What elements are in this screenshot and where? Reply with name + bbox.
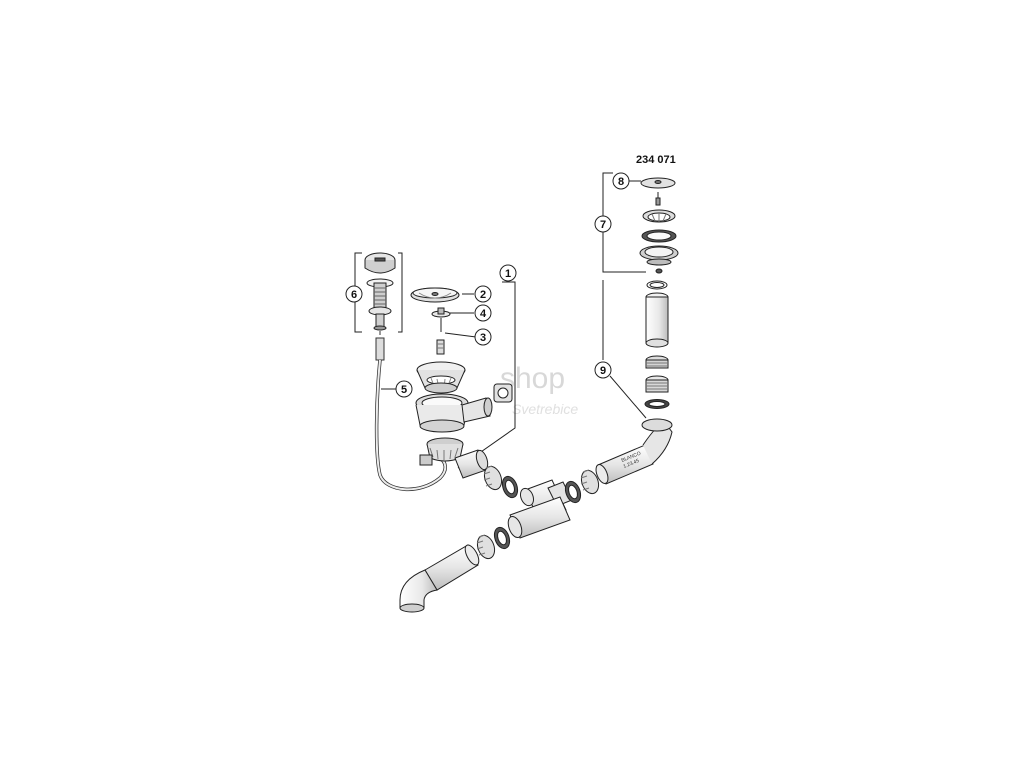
bracket-9-leader xyxy=(609,375,647,419)
callout-9: 9 xyxy=(594,361,612,379)
callout-9-label: 9 xyxy=(600,365,606,377)
callout-2: 2 xyxy=(462,285,492,303)
basket-strainer xyxy=(416,361,466,394)
callout-2-label: 2 xyxy=(480,289,486,301)
nut-seal-left-lower xyxy=(476,526,511,560)
callout-8-label: 8 xyxy=(618,176,624,188)
nut-seal-left-upper xyxy=(483,465,519,499)
overflow-nut xyxy=(493,383,513,403)
stopper-plate xyxy=(431,307,451,318)
connecting-pipe-right: BLANCO 1.23.45 xyxy=(595,418,673,485)
callout-3-label: 3 xyxy=(480,332,486,344)
callout-3: 3 xyxy=(444,328,492,346)
stopper-cap xyxy=(410,287,460,303)
strainer-cap xyxy=(640,177,676,206)
waste-valve-bottom xyxy=(419,437,464,466)
pipe-print-line2: 1.23.45 xyxy=(623,458,641,470)
callout-1: 1 xyxy=(499,264,517,282)
threaded-adapters xyxy=(644,355,670,409)
callout-7-label: 7 xyxy=(600,219,606,231)
callout-6-label: 6 xyxy=(351,289,357,301)
nut-seal-right xyxy=(564,469,600,504)
bowden-cable xyxy=(374,331,447,492)
callout-7: 7 xyxy=(594,215,612,233)
flange-rings xyxy=(639,229,679,274)
callout-5: 5 xyxy=(381,380,413,398)
part-number: 234 071 xyxy=(636,154,676,166)
callout-6: 6 xyxy=(345,285,363,303)
drain-outlet-pipe xyxy=(454,449,489,479)
stopper-pin xyxy=(436,318,445,355)
outlet-elbow-pipe xyxy=(399,544,480,613)
strainer-basket-small xyxy=(642,209,676,223)
callout-4: 4 xyxy=(450,304,492,322)
remote-knob-assembly xyxy=(364,252,396,331)
callout-5-label: 5 xyxy=(401,384,407,396)
bracket-1 xyxy=(457,281,516,469)
callout-1-label: 1 xyxy=(505,268,511,280)
callout-8: 8 xyxy=(612,172,641,190)
drain-body xyxy=(415,393,493,433)
vertical-tube xyxy=(645,280,669,348)
callout-4-label: 4 xyxy=(480,308,487,320)
watermark-city-text: Svetrebice xyxy=(512,401,578,417)
